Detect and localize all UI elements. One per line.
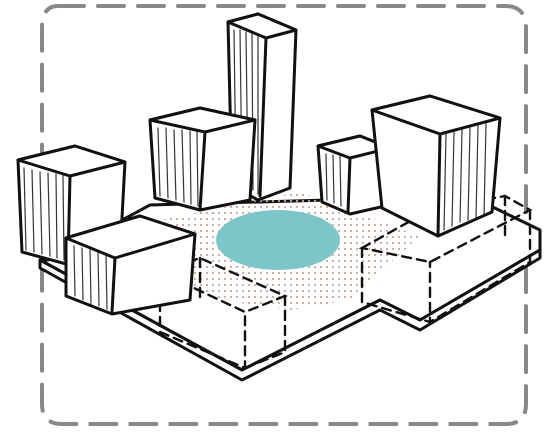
- water-pond-icon: [216, 210, 340, 270]
- left-front-block: [66, 216, 195, 314]
- mid-block: [150, 108, 255, 210]
